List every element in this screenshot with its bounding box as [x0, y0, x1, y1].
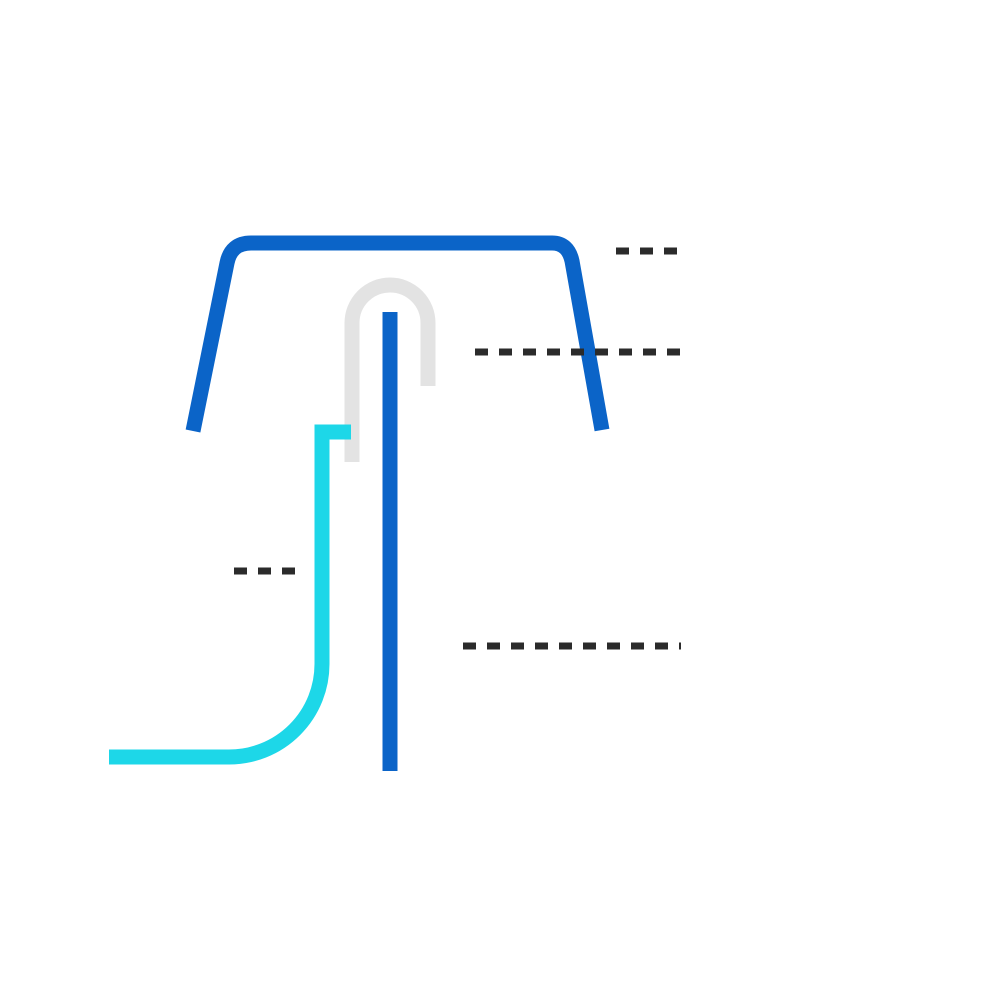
- supply-pipe-shape: [109, 424, 351, 765]
- shade-outline-shape: [185, 235, 610, 433]
- hook-loop-shape: [344, 277, 436, 462]
